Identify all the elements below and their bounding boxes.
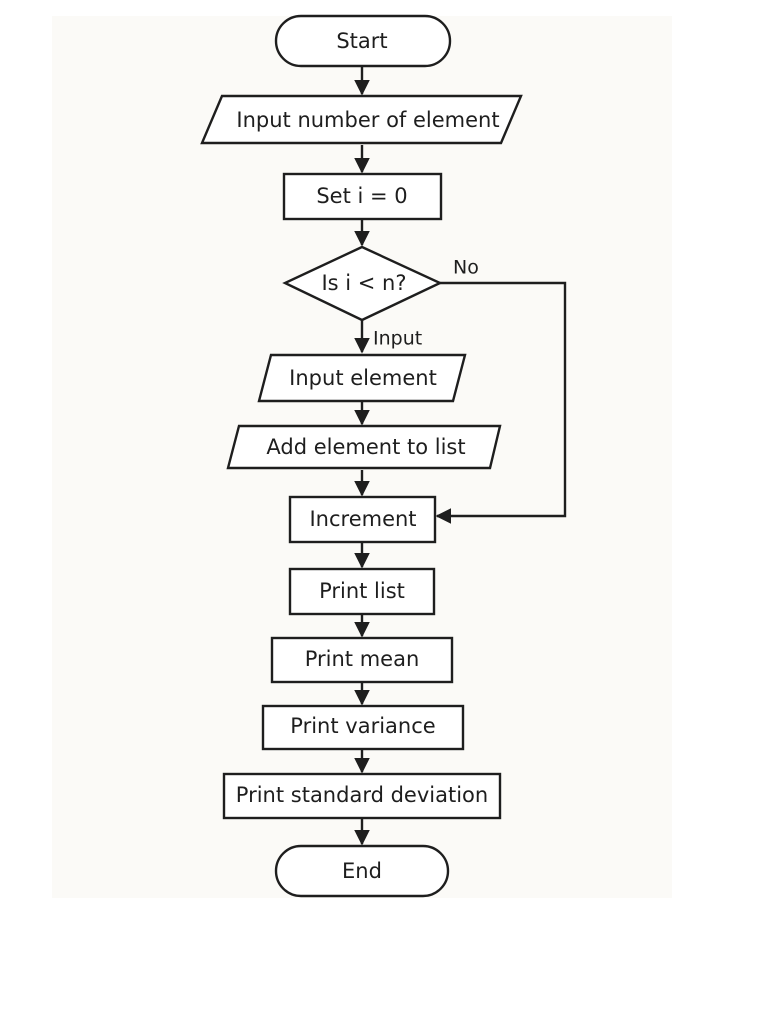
add-to-list-parallelogram xyxy=(226,424,502,470)
input-element-node: Input element xyxy=(257,353,467,403)
print-mean-process xyxy=(270,636,454,684)
no-branch-label: No xyxy=(453,257,479,279)
set-i-label: Set i = 0 xyxy=(316,184,407,208)
print-mean-node: Print mean xyxy=(270,636,454,684)
add-to-list-label: Add element to list xyxy=(266,435,465,459)
input-element-label: Input element xyxy=(289,366,437,390)
start-terminator xyxy=(274,14,452,68)
input-count-parallelogram xyxy=(200,94,523,145)
start-label: Start xyxy=(336,29,387,53)
end-terminator xyxy=(274,844,450,898)
print-list-node: Print list xyxy=(288,567,436,616)
end-label: End xyxy=(342,859,382,883)
print-variance-label: Print variance xyxy=(290,714,435,738)
add-to-list-node: Add element to list xyxy=(226,424,502,470)
start-node: Start xyxy=(274,14,452,68)
input-element-parallelogram xyxy=(257,353,467,403)
decision-diamond xyxy=(282,245,443,322)
arrow-no-branch xyxy=(435,281,567,524)
set-i-process xyxy=(282,172,443,221)
end-node: End xyxy=(274,844,450,898)
print-list-process xyxy=(288,567,436,616)
decision-node: Is i < n? xyxy=(282,245,443,322)
input-count-node: Input number of element xyxy=(200,94,523,145)
input-count-label: Input number of element xyxy=(236,108,499,132)
print-std-process xyxy=(222,772,502,820)
print-std-label: Print standard deviation xyxy=(236,783,488,807)
decision-label: Is i < n? xyxy=(321,271,406,295)
print-std-node: Print standard deviation xyxy=(222,772,502,820)
print-list-label: Print list xyxy=(319,579,405,603)
print-mean-label: Print mean xyxy=(305,647,420,671)
increment-process xyxy=(288,495,437,544)
print-variance-node: Print variance xyxy=(261,704,465,751)
increment-node: Increment xyxy=(288,495,437,544)
set-i-node: Set i = 0 xyxy=(282,172,443,221)
increment-label: Increment xyxy=(309,507,416,531)
yes-branch-label: Input xyxy=(373,328,422,350)
print-variance-process xyxy=(261,704,465,751)
connectors xyxy=(354,66,567,846)
